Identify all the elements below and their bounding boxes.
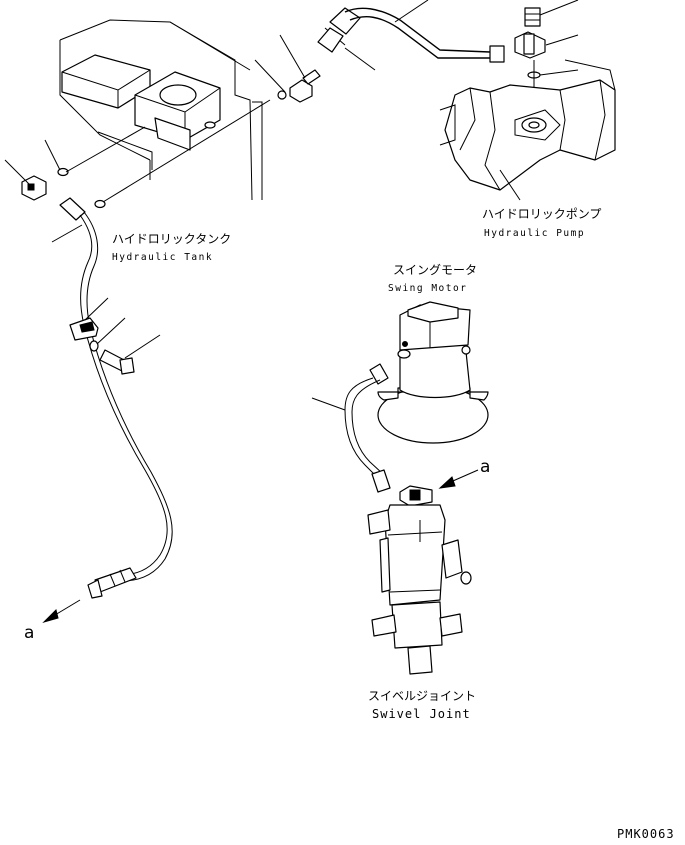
motor-hose [311, 363, 391, 493]
swivel-joint-drawing [367, 485, 472, 675]
swing-motor-drawing [377, 301, 489, 444]
hose-top [317, 0, 505, 63]
hydraulic-pump-label-jp: ハイドロリックポンプ [482, 207, 601, 221]
swivel-joint-label-jp: スイベルジョイント [368, 689, 476, 703]
drawing-code: PMK0063 [617, 827, 675, 841]
tank-fittings [21, 69, 321, 209]
ref-label-a-top: a [480, 457, 490, 477]
hydraulic-pump-drawing [439, 0, 616, 201]
arrow-a-right [438, 469, 479, 489]
left-hose [42, 197, 173, 624]
hydraulic-tank-drawing [59, 19, 263, 201]
ref-label-a-left: a [24, 623, 34, 643]
hydraulic-tank-label-jp: ハイドロリックタンク [112, 232, 231, 246]
swing-motor-label-jp: スイングモータ [393, 263, 477, 277]
hydraulic-pump-label-en: Hydraulic Pump [484, 228, 585, 239]
swing-motor-label-en: Swing Motor [388, 283, 467, 294]
hydraulic-tank-label-en: Hydraulic Tank [112, 252, 213, 263]
swivel-joint-label-en: Swivel Joint [372, 707, 471, 721]
